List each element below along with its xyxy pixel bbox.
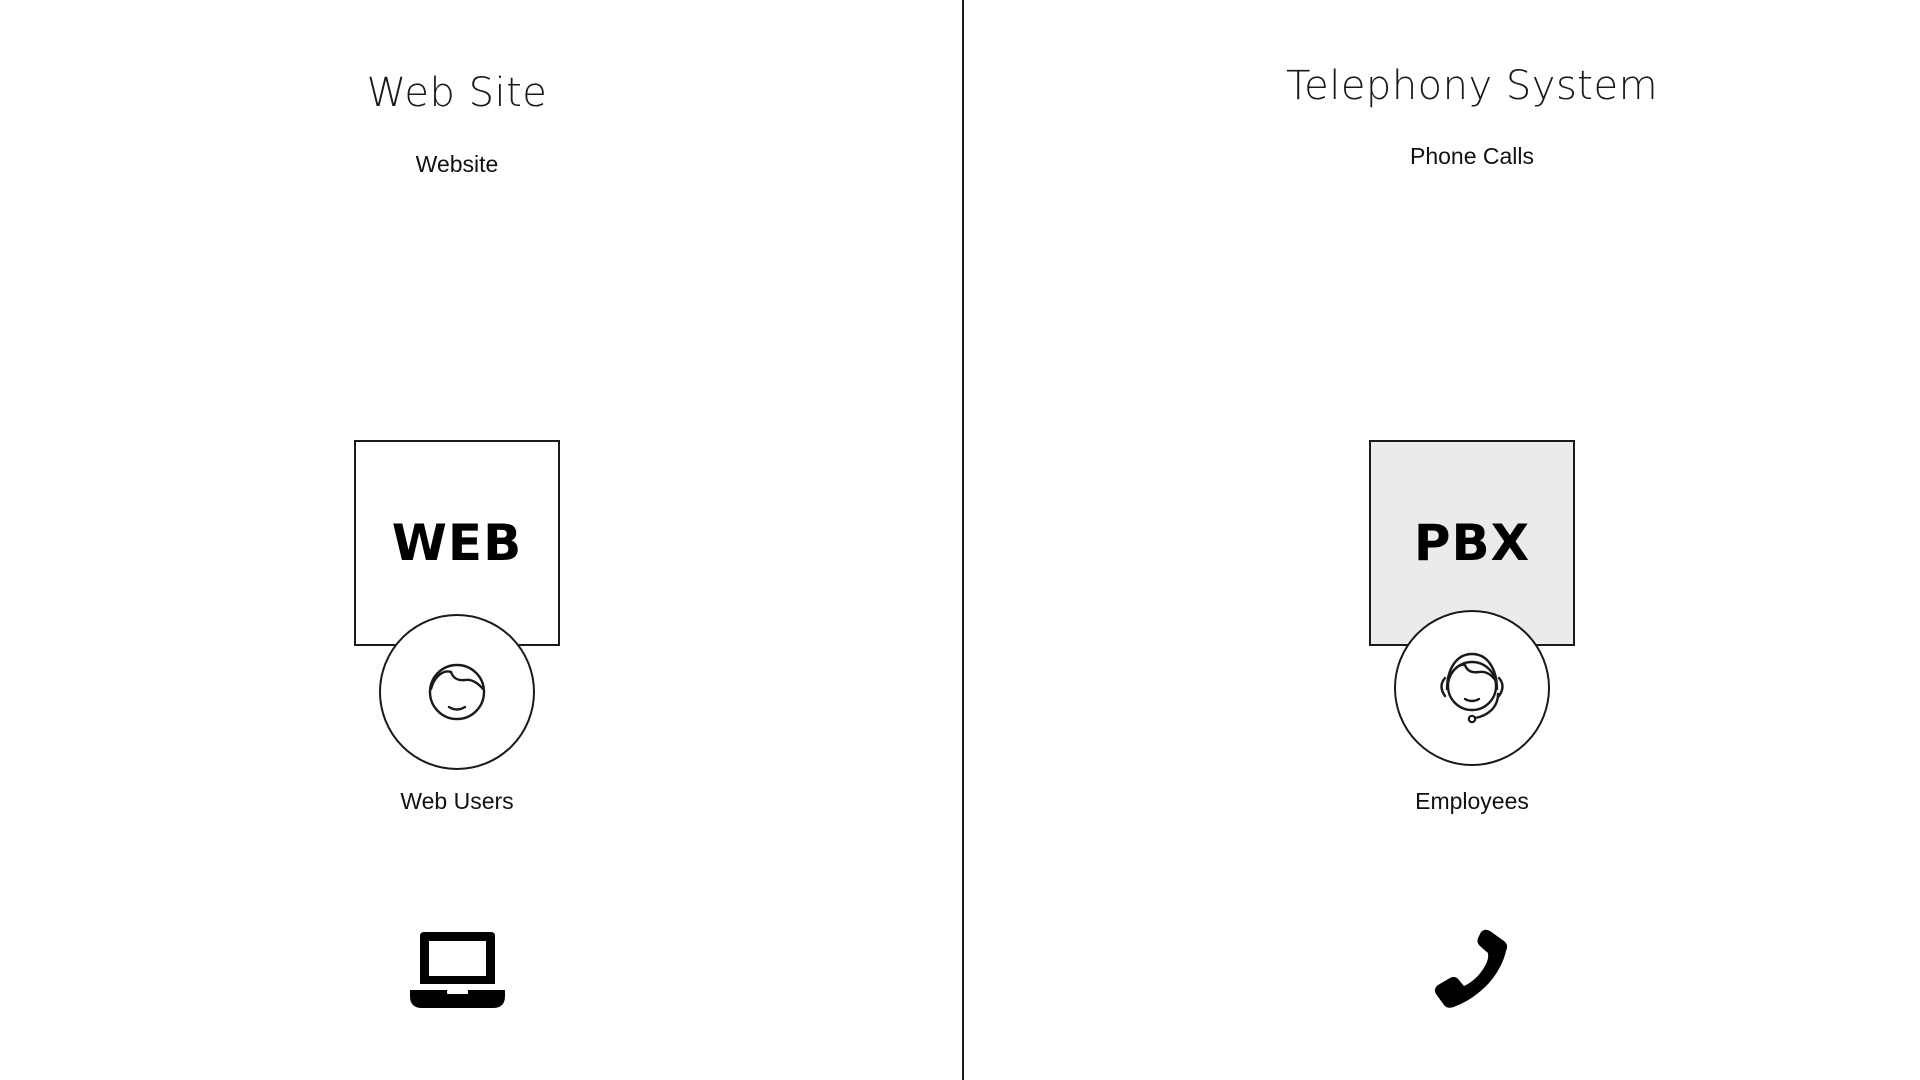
pbx-box: PBX	[1369, 440, 1575, 646]
right-panel: Telephony System Phone Calls PBX Employe…	[964, 0, 1920, 1080]
left-panel: Web Site Website WEB Web Users	[354, 70, 560, 1012]
phone-icon	[1432, 928, 1512, 1010]
web-box-label: WEB	[391, 514, 523, 572]
headset-user-icon	[1440, 652, 1504, 724]
left-subtitle: Website	[415, 151, 499, 177]
user-icon	[428, 663, 486, 721]
pbx-box-label: PBX	[1413, 514, 1531, 572]
laptop-icon	[410, 932, 505, 1012]
web-box: WEB	[354, 440, 560, 646]
web-users-avatar	[379, 614, 535, 770]
panel-divider	[962, 0, 964, 1080]
employees-avatar	[1394, 610, 1550, 766]
right-subtitle: Phone Calls	[1409, 143, 1535, 169]
employees-caption: Employees	[1415, 788, 1529, 814]
web-users-caption: Web Users	[400, 788, 514, 814]
left-title: Web Site	[366, 70, 548, 116]
right-title: Telephony System	[1285, 63, 1659, 109]
